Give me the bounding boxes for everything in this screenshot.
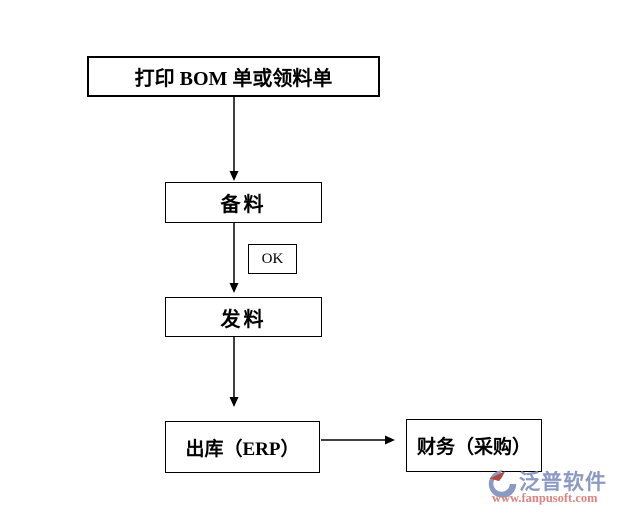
node-issue-material: 发料 bbox=[165, 297, 322, 337]
node-ok-label: OK bbox=[248, 244, 297, 274]
arrow-stockout-to-finance bbox=[321, 435, 395, 445]
fanpu-logo-icon bbox=[488, 470, 517, 498]
arrow-prepare-to-issue bbox=[229, 223, 239, 293]
arrow-issue-to-stockout bbox=[229, 337, 239, 407]
node-print-bom: 打印 BOM 单或领料单 bbox=[87, 56, 380, 97]
vendor-watermark: 泛普软件 www.fanpusoft.com bbox=[486, 466, 623, 511]
node-finance-purchase: 财务（采购） bbox=[406, 419, 542, 472]
node-prepare-material: 备料 bbox=[165, 182, 322, 223]
node-stock-out-erp: 出库（ERP） bbox=[165, 421, 320, 473]
watermark-url-text: www.fanpusoft.com bbox=[492, 491, 598, 505]
watermark-brand-text: 泛普软件 bbox=[519, 470, 607, 494]
arrow-print-to-prepare bbox=[229, 97, 239, 181]
